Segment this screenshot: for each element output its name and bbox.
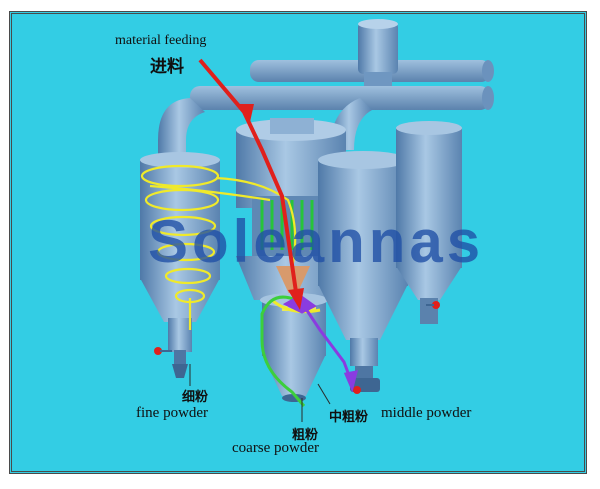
right-cyclone — [318, 151, 408, 392]
watermark-logo: Soleannas — [148, 208, 485, 275]
discharge-valves — [154, 301, 440, 394]
far-right-cyclone — [396, 121, 462, 324]
coarse-powder-cn-label: 粗粉 — [292, 428, 319, 443]
motor — [358, 19, 398, 86]
coarse-powder-label: coarse powder — [232, 440, 320, 456]
middle-powder-label: middle powder — [381, 405, 472, 421]
feed-arrow — [198, 58, 304, 310]
label-leader-lines — [189, 364, 331, 422]
fine-powder-flow — [140, 164, 321, 330]
material-feeding-label: material feeding — [115, 33, 207, 48]
middle-powder-cn-label: 中粗粉 — [329, 410, 369, 425]
top-duct — [158, 60, 494, 172]
coarse-powder-flow — [260, 295, 306, 407]
material-feeding-cn-label: 进料 — [150, 57, 184, 77]
fine-powder-label: fine powder — [136, 405, 209, 421]
fine-powder-cn-label: 细粉 — [182, 390, 209, 405]
